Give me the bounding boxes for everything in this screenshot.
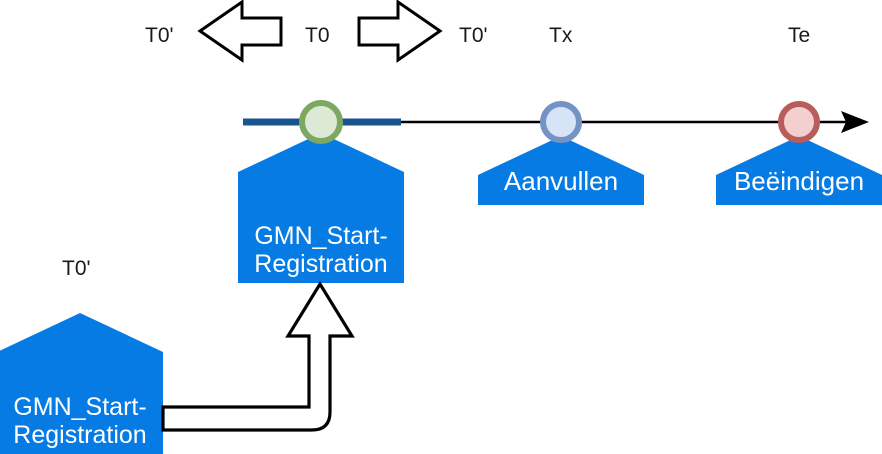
connector-arrow-up-icon bbox=[161, 280, 355, 432]
node-start-circle[interactable] bbox=[299, 100, 343, 144]
node-aanvullen-circle[interactable] bbox=[540, 101, 582, 143]
arrow-right-icon bbox=[357, 0, 443, 63]
callout-start-label: GMN_Start- Registration bbox=[238, 222, 404, 278]
callout-beeindigen-label: Beëindigen bbox=[733, 166, 865, 196]
callout-start-prior-shape bbox=[0, 313, 163, 454]
callout-start-label-line2: Registration bbox=[254, 250, 388, 278]
label-t0-prime-bottom: T0' bbox=[62, 257, 91, 280]
callout-start-label-line1: GMN_Start- bbox=[254, 222, 388, 250]
node-beeindigen-circle[interactable] bbox=[778, 101, 820, 143]
arrow-left-icon bbox=[197, 0, 283, 63]
callout-aanvullen-shape bbox=[478, 136, 644, 205]
label-te: Te bbox=[788, 24, 811, 47]
callout-aanvullen-label: Aanvullen bbox=[503, 166, 619, 196]
label-t0: T0 bbox=[305, 24, 330, 47]
callout-start-prior-label: GMN_Start- Registration bbox=[0, 393, 163, 449]
label-t0-prime-right: T0' bbox=[459, 24, 488, 47]
timeline-end-arrow-icon bbox=[841, 111, 869, 133]
callout-start-shape bbox=[238, 133, 404, 283]
label-tx: Tx bbox=[549, 24, 573, 47]
callout-start-prior-label-line1: GMN_Start- bbox=[13, 393, 147, 421]
callout-start-prior-label-line2: Registration bbox=[13, 421, 147, 449]
callout-beeindigen-shape bbox=[716, 136, 882, 205]
label-t0-prime-left: T0' bbox=[145, 24, 174, 47]
